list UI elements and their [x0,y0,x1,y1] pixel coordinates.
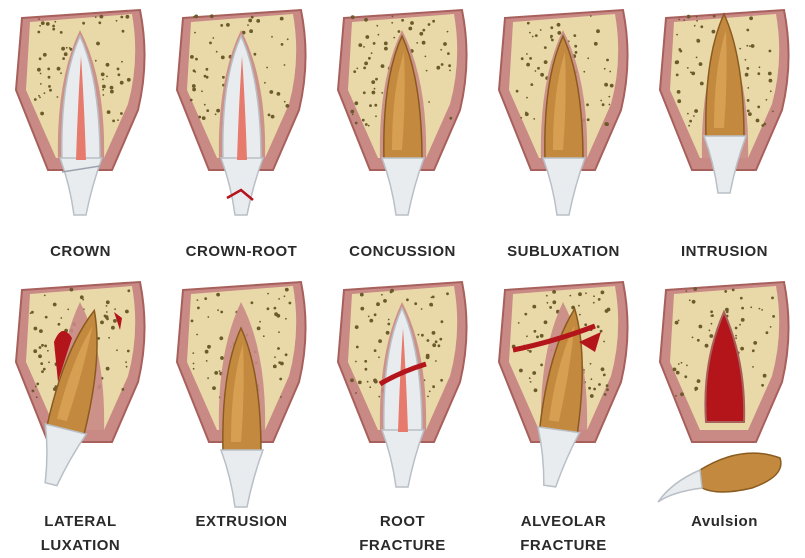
label-line: EXTRUSION [161,510,322,534]
label-extrusion: EXTRUSION [161,510,322,534]
label-line: CROWN-ROOT [161,240,322,264]
avulsed-tooth [658,453,781,502]
panel-subluxation [483,0,644,240]
label-line: ALVEOLAR [483,510,644,534]
alveolar-bone [660,282,789,442]
panel-intrusion [644,0,805,240]
intrusion-tooth-icon [644,0,805,240]
crown-fracture-tooth-icon [0,0,161,240]
extrusion-tooth-icon [161,272,322,512]
label-line: LUXATION [0,534,161,558]
panel-crown-root [161,0,322,240]
label-line: CONCUSSION [322,240,483,264]
panel-extrusion [161,272,322,512]
panel-crown [0,0,161,240]
panel-lateral-luxation [0,272,161,512]
avulsion-tooth-icon [644,272,805,512]
concussion-tooth-icon [322,0,483,240]
panel-root-fracture [322,272,483,512]
panel-alveolar-fracture [483,272,644,512]
subluxation-tooth-icon [483,0,644,240]
label-crown-root: CROWN-ROOT [161,240,322,264]
label-subluxation: SUBLUXATION [483,240,644,264]
alveolar-fracture-tooth-icon [483,272,644,512]
label-line: CROWN [0,240,161,264]
label-line: LATERAL [0,510,161,534]
label-avulsion: Avulsion [644,510,805,534]
panel-avulsion [644,272,805,512]
crown-root-fracture-tooth-icon [161,0,322,240]
label-intrusion: INTRUSION [644,240,805,264]
label-line: ROOT [322,510,483,534]
label-line: SUBLUXATION [483,240,644,264]
label-line: FRACTURE [322,534,483,558]
label-line: FRACTURE [483,534,644,558]
label-line: INTRUSION [644,240,805,264]
panel-concussion [322,0,483,240]
label-crown: CROWN [0,240,161,264]
root-fracture-tooth-icon [322,272,483,512]
lateral-luxation-tooth-icon [0,272,161,512]
label-concussion: CONCUSSION [322,240,483,264]
label-line: Avulsion [644,510,805,534]
